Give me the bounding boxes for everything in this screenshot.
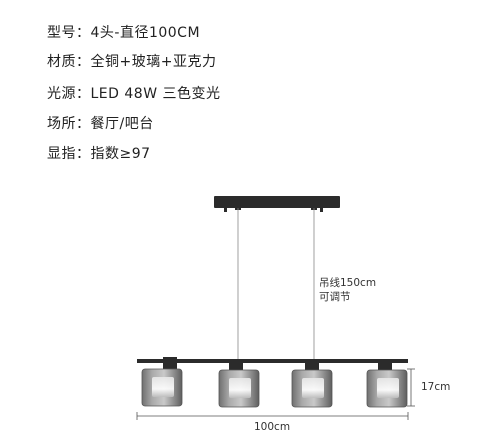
cord-length-label: 吊线150cm [319,277,377,289]
spec-row-location: 场所：餐厅/吧台 [47,113,154,135]
height-dimension-line [407,368,415,407]
spec-label-light-source: 光源： [47,86,91,102]
width-dimension-line [136,412,409,420]
cord-adjustable-label: 可调节 [319,291,351,303]
width-label: 100cm [254,421,291,433]
glass-shade-4 [366,363,408,408]
light-bar [137,359,408,363]
spec-row-cri: 显指：指数≥97 [47,143,151,165]
spec-label-location: 场所： [47,116,91,132]
spec-row-light-source: 光源：LED 48W 三色变光 [47,83,220,105]
ceiling-canopy [214,196,340,208]
spec-value-model: 4头-直径100CM [90,25,201,41]
glass-shade-2 [218,363,260,408]
canopy-screw-left [224,208,227,212]
spec-value-material: 全铜+玻璃+亚克力 [90,54,217,70]
glass-shade-3 [291,363,333,408]
spec-label-model: 型号： [47,25,91,41]
spec-row-material: 材质：全铜+玻璃+亚克力 [47,51,216,73]
spec-label-material: 材质： [47,54,91,70]
spec-value-cri: 指数≥97 [90,146,151,162]
height-label: 17cm [421,381,451,393]
canopy-screw-right [320,208,323,212]
spec-row-model: 型号：4头-直径100CM [47,22,200,44]
glass-shade-1 [141,357,183,407]
spec-label-cri: 显指： [47,146,91,162]
spec-value-light-source: LED 48W 三色变光 [90,86,221,102]
spec-value-location: 餐厅/吧台 [90,116,154,132]
